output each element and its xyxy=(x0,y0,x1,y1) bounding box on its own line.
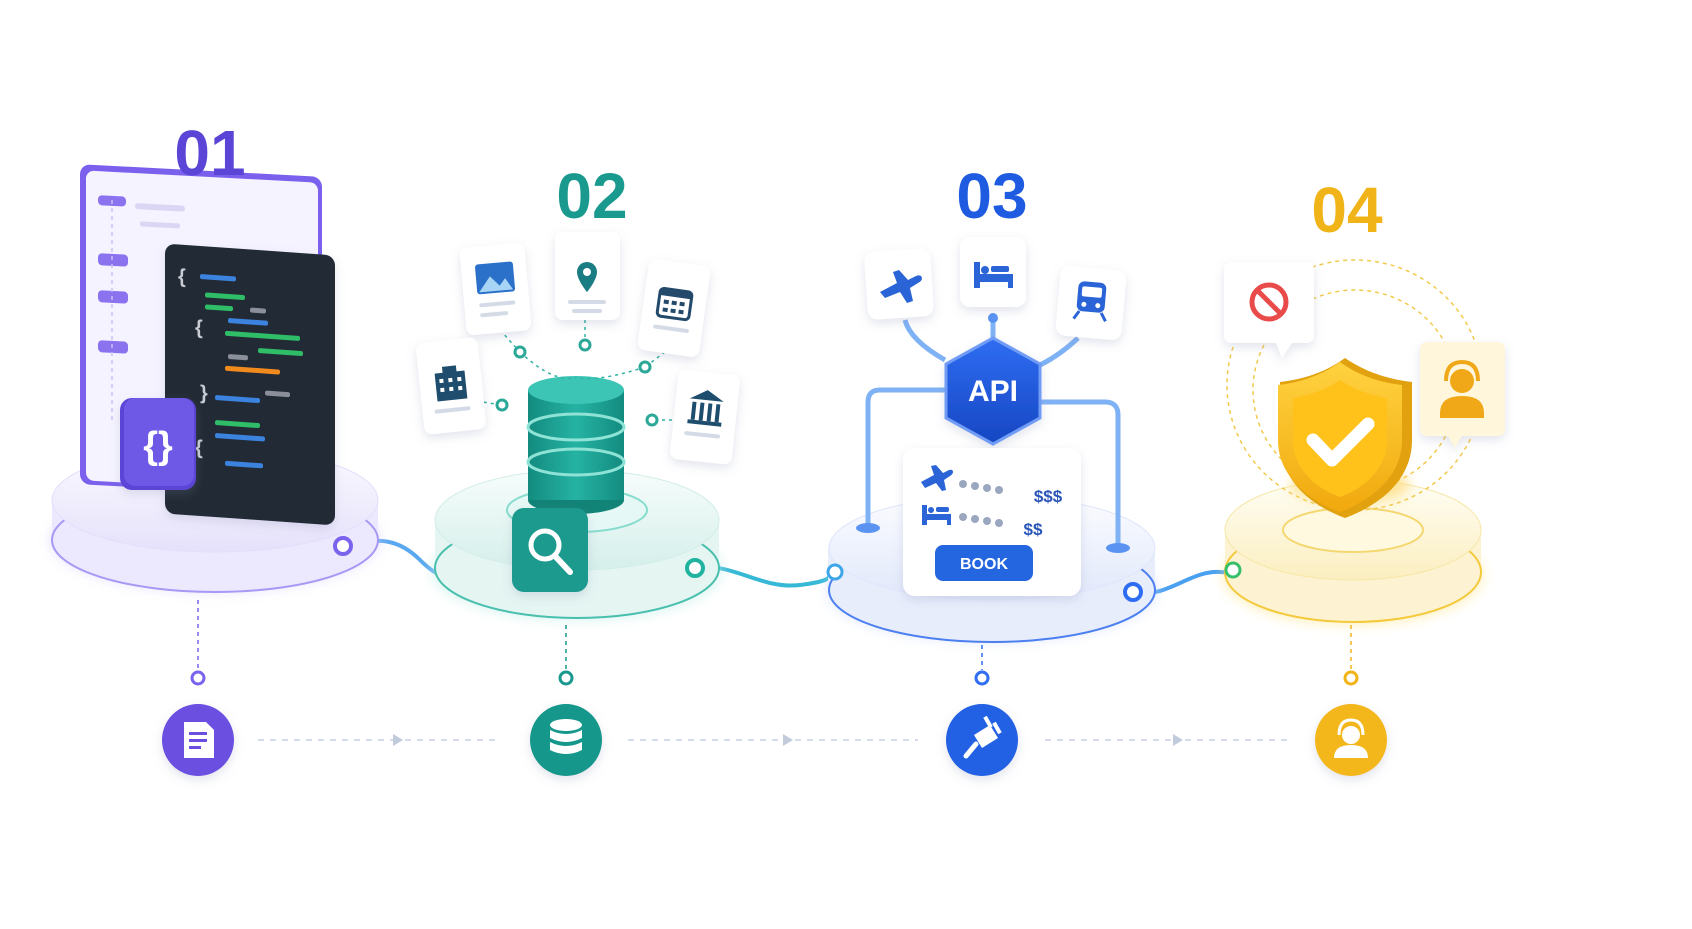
step-4-number: 04 xyxy=(1311,174,1383,246)
database-icon xyxy=(550,719,582,754)
support-agent-icon xyxy=(1334,718,1368,758)
step-4-platform xyxy=(1223,479,1483,625)
image-icon xyxy=(475,261,516,318)
api-pipes xyxy=(865,318,1121,545)
connector-node xyxy=(1123,582,1143,602)
plane-icon xyxy=(921,465,953,491)
blocked-icon xyxy=(1249,282,1289,322)
connector-node xyxy=(826,563,844,581)
svg-text:{: { xyxy=(195,437,203,460)
price-tier-high: $$$ xyxy=(1034,487,1063,506)
plug-icon xyxy=(963,715,1002,759)
database-cylinder xyxy=(526,376,626,514)
floating-cards-step-2 xyxy=(416,232,740,465)
api-label: API xyxy=(968,375,1018,408)
connector-node xyxy=(685,558,705,578)
document-icon xyxy=(184,722,214,758)
connector-node xyxy=(333,536,353,556)
calendar-icon xyxy=(653,286,694,334)
bed-icon xyxy=(974,262,1013,288)
location-pin-icon xyxy=(568,262,606,313)
price-tier-mid: $$ xyxy=(1024,520,1043,539)
code-editor-illustration: { { } { {} xyxy=(80,164,335,525)
book-button-label: BOOK xyxy=(960,556,1008,573)
checkmark-icon xyxy=(1306,417,1375,467)
plane-icon xyxy=(880,270,922,303)
step-1-number: 01 xyxy=(174,117,245,189)
support-agent-icon xyxy=(1440,359,1484,418)
connector-node xyxy=(1224,561,1242,579)
booking-card: $$$ $$ BOOK xyxy=(903,448,1081,596)
svg-text:}: } xyxy=(200,382,208,405)
bed-icon xyxy=(922,505,951,525)
svg-text:{: { xyxy=(195,317,203,340)
api-hexagon xyxy=(944,336,1042,446)
book-button[interactable] xyxy=(935,545,1033,581)
search-badge xyxy=(512,508,588,592)
code-braces-badge: {} xyxy=(143,425,173,467)
svg-text:{: { xyxy=(178,265,186,288)
step-2-number: 02 xyxy=(556,160,627,232)
step-3-number: 03 xyxy=(956,160,1027,232)
train-icon xyxy=(1072,281,1107,323)
security-shield xyxy=(1278,358,1412,518)
bank-icon xyxy=(684,390,724,439)
office-building-icon xyxy=(434,365,471,414)
timeline xyxy=(162,600,1387,776)
